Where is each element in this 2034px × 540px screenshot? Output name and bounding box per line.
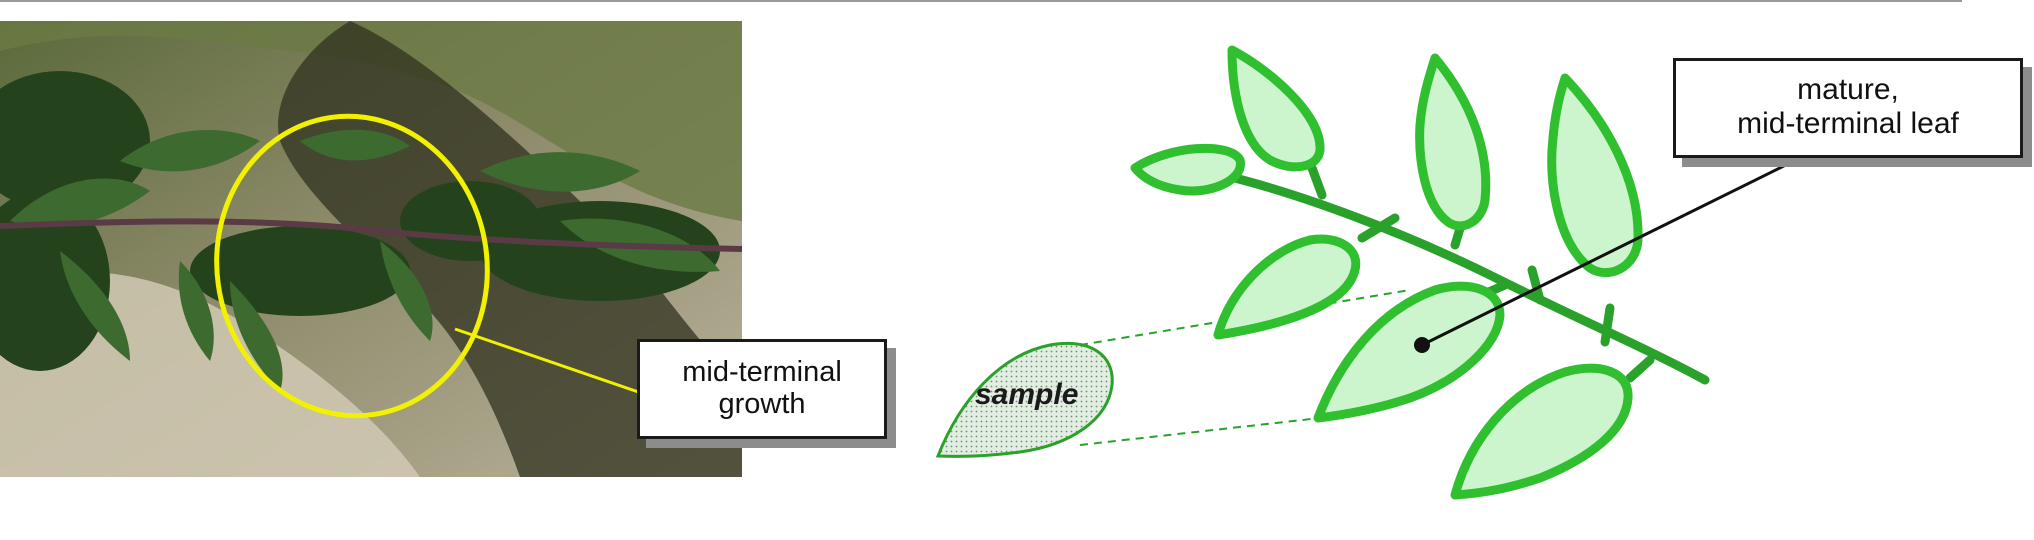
mature-leaf (1313, 281, 1505, 423)
leaf-small-left (1130, 143, 1245, 196)
branch-photo (0, 21, 742, 477)
callout-growth-line1: mid-terminal (682, 356, 842, 388)
callout-mature-line2: mid-terminal leaf (1737, 106, 1959, 140)
callout-mature-leaf: mature, mid-terminal leaf (1673, 58, 2023, 158)
callout-mature-line1: mature, (1797, 73, 1899, 106)
sample-leaf (935, 341, 1114, 458)
sample-label: sample (975, 378, 1079, 411)
callout-mid-terminal-growth: mid-terminal growth (637, 339, 887, 439)
callout-growth-line2: growth (718, 388, 806, 421)
top-rule (0, 0, 1962, 2)
